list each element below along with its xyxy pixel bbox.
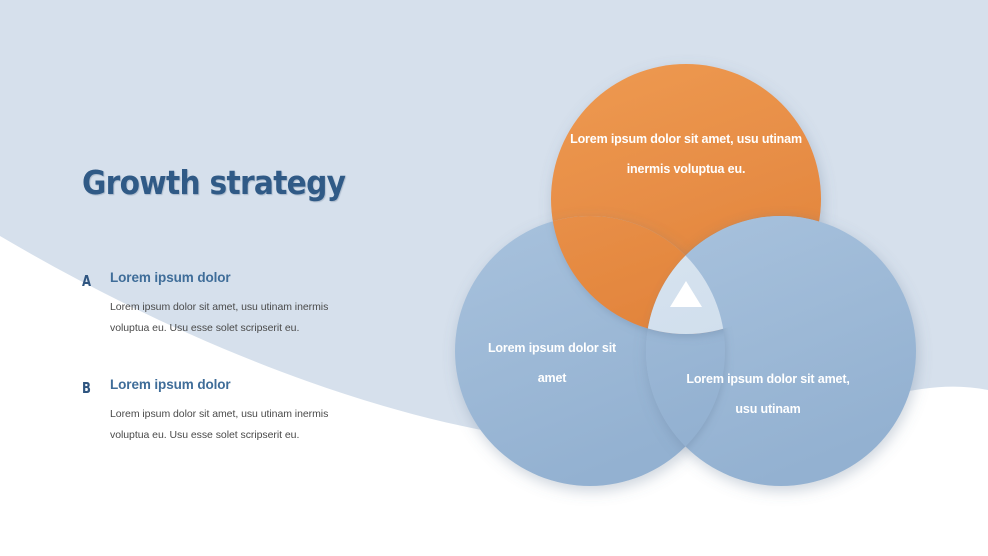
bullet-item-b: B Lorem ipsum dolor Lorem ipsum dolor si…	[82, 377, 382, 446]
bullet-heading-b: Lorem ipsum dolor	[110, 377, 231, 392]
bullet-letter-b: B	[82, 379, 91, 397]
content-column: Growth strategy A Lorem ipsum dolor Lore…	[0, 0, 420, 556]
triangle-icon	[670, 281, 702, 307]
bullet-letter-a: A	[82, 272, 92, 290]
bullet-body-b: Lorem ipsum dolor sit amet, usu utinam i…	[110, 408, 329, 441]
lens-top-over-left	[551, 216, 725, 334]
bullet-body-a: Lorem ipsum dolor sit amet, usu utinam i…	[110, 301, 329, 334]
bullet-heading-a: Lorem ipsum dolor	[110, 270, 231, 285]
page-title: Growth strategy	[82, 163, 346, 202]
bullet-item-a: A Lorem ipsum dolor Lorem ipsum dolor si…	[82, 270, 382, 339]
lens-right-over-top	[646, 216, 821, 334]
